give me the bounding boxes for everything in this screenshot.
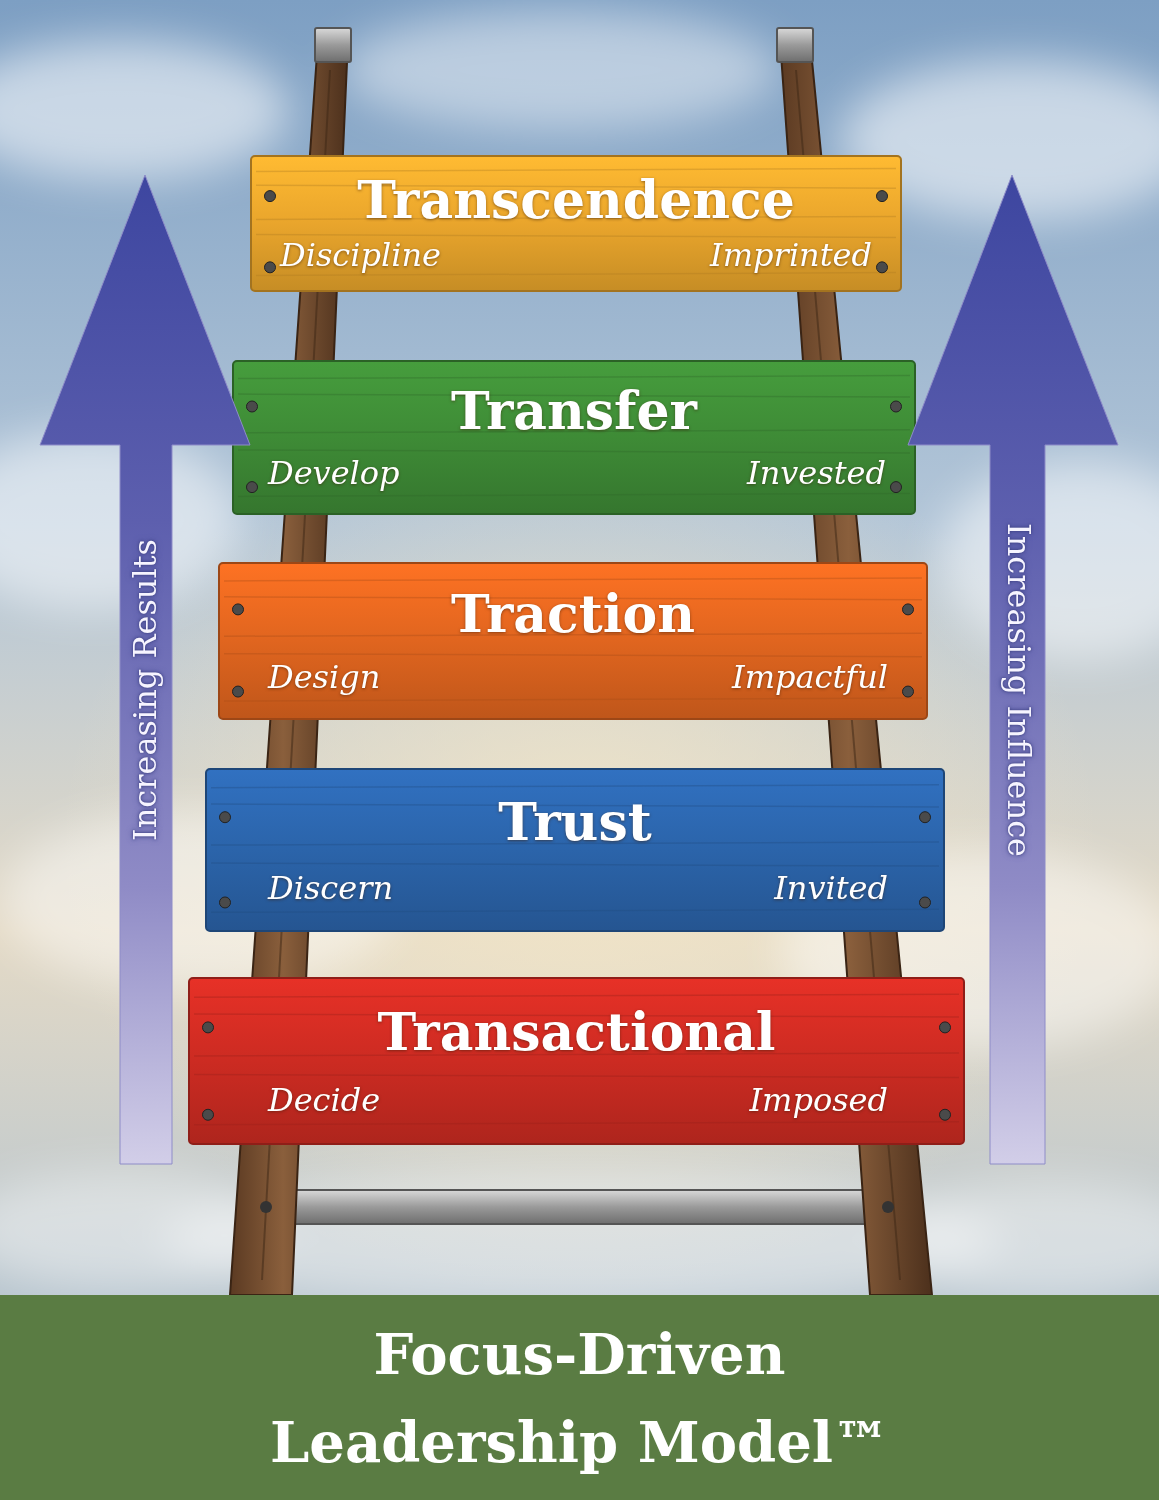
nail [891,401,902,412]
nail [920,897,931,908]
rail-cap [315,28,351,62]
ladder-rung: TransferDevelop Invested [232,360,916,515]
wood-grain [211,863,939,866]
wood-grain [211,909,939,912]
rung-keywords: Decide Imposed [188,1081,965,1118]
influence-word: Imposed [749,1081,888,1118]
wood-grain [238,450,910,453]
wood-grain [211,785,939,788]
nail [891,482,902,493]
nail [877,262,888,273]
nail [903,686,914,697]
influence-word: Impactful [732,659,888,696]
wood-grain [194,994,959,997]
ladder-rung: TransactionalDecide Imposed [188,977,965,1145]
nail [882,1201,894,1213]
rung-heading: Traction [218,586,928,643]
cloud [840,60,1159,220]
influence-word: Imprinted [710,237,872,274]
rung-heading: Transfer [232,383,916,440]
nail [233,604,244,615]
nail [233,686,244,697]
nail [247,482,258,493]
plank-board [189,978,964,1144]
action-word: Design [268,659,380,696]
arrow-label: Increasing Influence [1000,523,1035,857]
rail-cap [777,28,813,62]
nail [940,1109,951,1120]
action-word: Discern [268,869,393,906]
nail [940,1022,951,1033]
wood-grain [194,1074,959,1077]
title-band: Focus-Driven Leadership Model™ [0,1295,1159,1500]
clouds [0,10,1159,1310]
rung-keywords: Develop Invested [232,455,916,492]
arrow-shape: Increasing Results [40,175,250,1170]
wood-grain [194,1122,959,1125]
action-word: Decide [268,1081,380,1118]
wood-grain [224,578,922,581]
plank-board [206,769,944,931]
rung-heading: Transactional [188,1004,965,1061]
plank-board [219,563,927,719]
rung-keywords: Discipline Imprinted [250,237,902,274]
wood-grain [224,654,922,657]
arrow-label: Increasing Results [128,539,163,841]
nail [877,191,888,202]
rung-heading: Transcendence [250,172,902,229]
nail [903,604,914,615]
wood-grain [238,493,910,496]
wood-grain [224,698,922,701]
ladder-rung: TractionDesign Impactful [218,562,928,720]
wood-grain [238,376,910,379]
title: Focus-Driven Leadership Model™ [220,1310,940,1486]
ladder-rung: TrustDiscern Invited [205,768,945,932]
influence-word: Invested [747,455,886,492]
nail [260,1201,272,1213]
metal-rung [282,1190,874,1224]
cloud [340,10,780,130]
nail [265,191,276,202]
arrow-shape: Increasing Influence [908,175,1118,1170]
cloud [940,460,1159,660]
nail [203,1109,214,1120]
action-word: Discipline [280,237,441,274]
nail [247,401,258,412]
rung-heading: Trust [205,794,945,851]
nail [920,812,931,823]
nail [265,262,276,273]
plank-board [233,361,915,514]
nail [203,1022,214,1033]
rung-keywords: Design Impactful [218,659,928,696]
arrow-body [40,175,250,1164]
action-word: Develop [268,455,400,492]
rung-keywords: Discern Invited [205,869,945,906]
cloud [0,40,290,180]
influence-word: Invited [774,869,888,906]
ladder-rung: TranscendenceDiscipline Imprinted [250,155,902,292]
nail [220,897,231,908]
nail [220,812,231,823]
arrow-body [908,175,1118,1164]
plank-board [251,156,901,291]
